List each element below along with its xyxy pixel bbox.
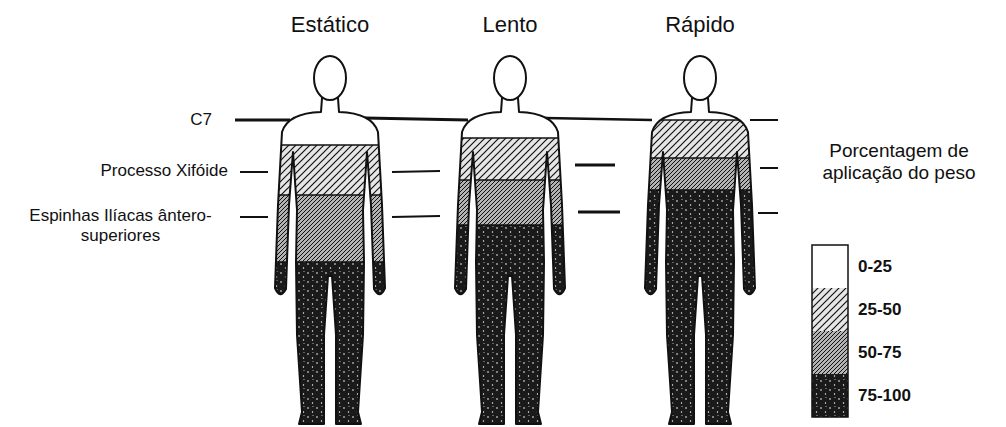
legend-text: 75-100: [858, 386, 911, 406]
landmark-label: Espinhas Ilíacas ântero-superiores: [18, 206, 223, 245]
load-band: [630, 190, 770, 427]
load-band-hatch: [440, 225, 580, 427]
landmark-label: C7: [140, 110, 212, 130]
human-figure: [630, 0, 770, 427]
band-edge: [630, 119, 770, 121]
load-band-hatch: [440, 180, 580, 225]
legend-swatch: [812, 288, 848, 331]
band-edge: [260, 261, 400, 263]
condition-heading: Estático: [250, 12, 410, 37]
legend-text: 50-75: [858, 343, 901, 363]
human-figure: [260, 0, 400, 427]
head-outline: [494, 56, 526, 100]
head-outline: [684, 56, 716, 100]
legend-swatch: [812, 331, 848, 374]
landmark-label: Processo Xifóide: [10, 161, 228, 181]
body-outline: [645, 98, 755, 424]
band-edge: [440, 224, 580, 226]
human-figure: [440, 0, 580, 427]
legend-heading: Porcentagem de aplicação do peso: [795, 140, 1003, 184]
load-band-hatch: [260, 262, 400, 427]
head-outline: [314, 56, 346, 100]
band-edge: [260, 194, 400, 196]
legend-swatch: [812, 245, 848, 288]
legend-swatch: [812, 374, 848, 417]
load-band: [440, 225, 580, 427]
condition-heading: Rápido: [620, 12, 780, 37]
load-band-hatch: [260, 195, 400, 262]
legend-swatch-hatch: [812, 331, 848, 374]
band-edge: [630, 189, 770, 191]
legend-swatch-hatch: [812, 288, 848, 331]
load-band: [260, 262, 400, 427]
legend-frame: [812, 245, 848, 417]
load-band: [440, 180, 580, 225]
load-band: [260, 195, 400, 262]
body-outline: [455, 98, 565, 424]
band-edge: [440, 179, 580, 181]
body-outline: [275, 98, 385, 424]
condition-heading: Lento: [430, 12, 590, 37]
load-band-hatch: [630, 190, 770, 427]
legend-swatch-hatch: [812, 374, 848, 417]
legend-text: 25-50: [858, 300, 901, 320]
legend-text: 0-25: [858, 257, 892, 277]
